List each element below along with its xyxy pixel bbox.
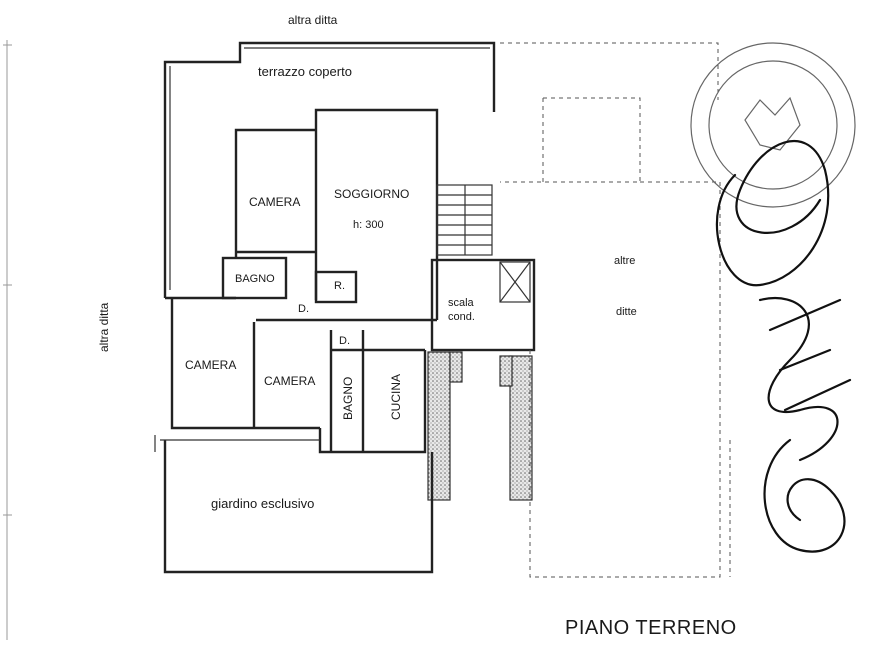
- page-border: [3, 40, 12, 640]
- room-label-kitchen: CUCINA: [389, 374, 403, 420]
- left-neighbor-label: altra ditta: [97, 302, 111, 352]
- other-owners-label-line2: ditte: [616, 306, 637, 318]
- terrace-outline: [163, 41, 496, 298]
- room-label-bedroom-lower-mid: CAMERA: [264, 374, 315, 388]
- staircase: [430, 184, 536, 352]
- garden-label: giardino esclusivo: [211, 496, 314, 511]
- covered-terrace-label: terrazzo coperto: [258, 64, 352, 79]
- room-label-bedroom-upper: CAMERA: [249, 195, 300, 209]
- door-label-1: D.: [298, 303, 309, 315]
- notary-stamp: [690, 42, 856, 208]
- hatched-walls: [427, 351, 533, 501]
- stair-label-line1: scala: [448, 297, 475, 309]
- room-label-living-room: SOGGIORNO: [334, 187, 409, 201]
- stair-label-line2: cond.: [448, 311, 475, 323]
- door-label-2: D.: [339, 335, 350, 347]
- floor-title: PIANO TERRENO: [565, 617, 737, 639]
- signature: [715, 139, 852, 553]
- garden-outline: [154, 435, 434, 574]
- room-label-bathroom-upper: BAGNO: [235, 273, 275, 285]
- living-room-height: h: 300: [353, 219, 384, 231]
- other-owners-area: [500, 42, 731, 578]
- other-owners-label-line1: altre: [614, 255, 635, 267]
- closet-label: R.: [334, 280, 345, 292]
- room-label-bedroom-lower-left: CAMERA: [185, 358, 236, 372]
- top-neighbor-label: altra ditta: [288, 13, 338, 27]
- room-label-bathroom-lower: BAGNO: [341, 377, 355, 420]
- apartment-walls: [165, 108, 439, 454]
